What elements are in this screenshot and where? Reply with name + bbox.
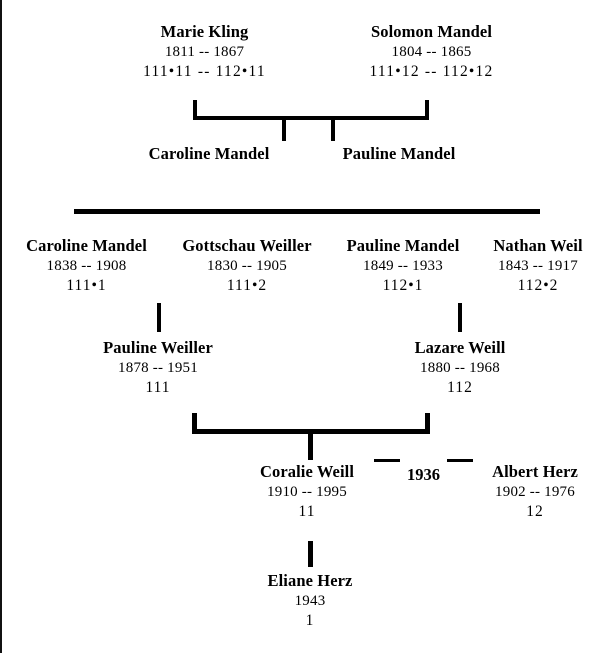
- person-name: Solomon Mandel: [370, 22, 493, 41]
- person-code: 112•2: [517, 276, 559, 294]
- person-name: Gottschau Weiller: [182, 236, 312, 255]
- person-card-caroline-mandel-child: Caroline Mandel: [114, 144, 304, 167]
- person-code: 112•1: [382, 276, 424, 294]
- person-dates: 1943: [294, 592, 326, 609]
- connector-crossbar-gen1: [193, 116, 429, 120]
- person-dates: 1849 -- 1933: [363, 257, 443, 274]
- marriage-row-coralie-albert: Coralie Weill 1910 -- 1995 11 1936 Alber…: [247, 459, 590, 520]
- person-dates: 1843 -- 1917: [498, 257, 578, 274]
- connector-stub-weill: [458, 303, 462, 332]
- connector-stub-weiller: [157, 303, 161, 332]
- person-card-pauline-weiller: Pauline Weiller 1878 -- 1951 111: [84, 338, 232, 396]
- person-code: 11: [298, 502, 316, 520]
- person-dates: 1811 -- 1867: [164, 43, 245, 60]
- person-card-eliane-herz: Eliane Herz 1943 1: [235, 571, 385, 629]
- person-dates: 1880 -- 1968: [420, 359, 500, 376]
- person-code: 1: [305, 611, 315, 629]
- person-name: Pauline Mandel: [342, 144, 456, 163]
- person-code: 111•1: [66, 276, 107, 294]
- connector-drop-pauline: [331, 116, 335, 141]
- person-name: Lazare Weill: [414, 338, 506, 357]
- person-code: 111: [145, 378, 171, 396]
- person-card-gottschau-weiller: Gottschau Weiller 1830 -- 1905 111•2: [168, 236, 326, 294]
- person-card-pauline-mandel-child: Pauline Mandel: [304, 144, 494, 167]
- person-dates: 1838 -- 1908: [46, 257, 127, 274]
- person-card-caroline-mandel: Caroline Mandel 1838 -- 1908 111•1: [14, 236, 159, 294]
- person-code: 111•2: [226, 276, 268, 294]
- connector-riser-left: [193, 100, 197, 120]
- connector-drop-coralie: [308, 429, 313, 460]
- person-name: Marie Kling: [160, 22, 249, 41]
- marriage-line-left: [374, 459, 400, 462]
- person-card-pauline-mandel: Pauline Mandel 1849 -- 1933 112•1: [333, 236, 473, 294]
- person-card-coralie-weill: Coralie Weill 1910 -- 1995 11: [247, 462, 367, 520]
- person-card-albert-herz: Albert Herz 1902 -- 1976 12: [480, 462, 590, 520]
- marriage-line-right: [447, 459, 473, 462]
- person-name: Eliane Herz: [267, 571, 353, 590]
- person-card-nathan-weil: Nathan Weil 1843 -- 1917 112•2: [477, 236, 599, 294]
- person-name: Pauline Mandel: [346, 236, 460, 255]
- person-code: 12: [526, 502, 544, 520]
- connector-riser-right: [425, 100, 429, 120]
- marriage-year: 1936: [407, 465, 440, 484]
- person-dates: 1910 -- 1995: [267, 483, 347, 500]
- connector-drop-caroline: [282, 116, 286, 141]
- person-card-lazare-weill: Lazare Weill 1880 -- 1968 112: [386, 338, 534, 396]
- person-dates: 1804 -- 1865: [391, 43, 472, 60]
- person-code: 111•11 -- 112•11: [143, 62, 266, 80]
- connector-riser-left-gen4: [192, 413, 197, 433]
- person-name: Albert Herz: [492, 462, 578, 481]
- section-divider: [74, 209, 540, 214]
- connector-stub-eliane: [308, 541, 313, 567]
- person-dates: 1902 -- 1976: [495, 483, 575, 500]
- person-name: Caroline Mandel: [148, 144, 270, 163]
- person-card-solomon-mandel: Solomon Mandel 1804 -- 1865 111•12 -- 11…: [324, 22, 539, 80]
- person-code: 112: [447, 378, 473, 396]
- person-name: Pauline Weiller: [103, 338, 213, 357]
- person-name: Coralie Weill: [259, 462, 355, 481]
- connector-riser-right-gen4: [425, 413, 430, 433]
- person-card-marie-kling: Marie Kling 1811 -- 1867 111•11 -- 112•1…: [97, 22, 312, 80]
- person-code: 111•12 -- 112•12: [369, 62, 494, 80]
- person-name: Nathan Weil: [493, 236, 583, 255]
- person-name: Caroline Mandel: [26, 236, 147, 255]
- person-dates: 1830 -- 1905: [207, 257, 287, 274]
- person-dates: 1878 -- 1951: [118, 359, 198, 376]
